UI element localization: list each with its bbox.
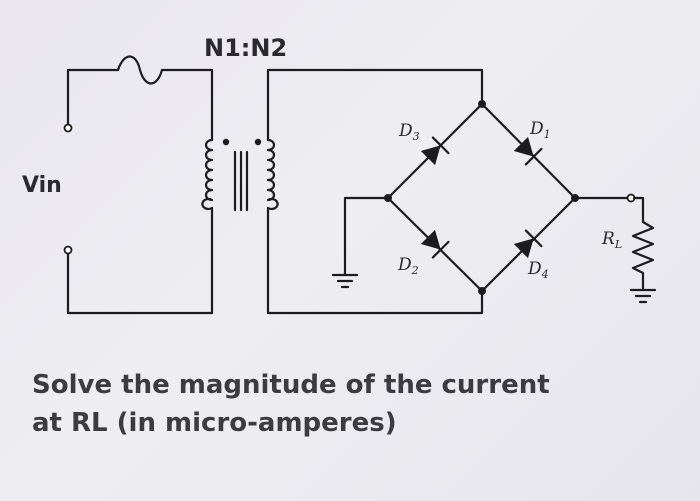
question-text: Solve the magnitude of the current at RL… [32, 366, 672, 442]
question-line-2: at RL (in micro-amperes) [32, 408, 397, 438]
node-bottom [478, 287, 486, 295]
secondary-polarity-dot [254, 138, 262, 146]
vin-label: Vin [22, 173, 62, 198]
primary-polarity-dot [222, 138, 230, 146]
diode-d1-label: D1 [529, 119, 551, 141]
input-terminal-top [63, 123, 73, 133]
primary-circuit [63, 55, 214, 315]
primary-top-wire-right [160, 68, 214, 142]
diode-d1 [513, 136, 543, 166]
diode-d3 [420, 136, 450, 166]
input-terminal-bottom [63, 245, 73, 255]
secondary-circuit [266, 68, 484, 315]
primary-coil [201, 138, 214, 211]
diode-d2 [420, 229, 450, 259]
secondary-top-wire [266, 68, 484, 142]
transformer [201, 138, 279, 212]
diode-d2-label: D2 [397, 255, 419, 277]
node-top [478, 100, 486, 108]
bridge-rectifier [384, 100, 579, 295]
resistor-rl [631, 196, 655, 292]
diode-d3-label: D3 [398, 121, 420, 143]
diode-d4 [513, 229, 543, 259]
ground-wire [343, 196, 390, 277]
secondary-bottom-wire [266, 206, 484, 315]
primary-bottom-wire [66, 206, 214, 315]
secondary-coil [266, 138, 279, 211]
diode-d4-label: D4 [527, 259, 549, 281]
question-line-1: Solve the magnitude of the current [32, 370, 550, 400]
bridge-ground [331, 196, 390, 289]
turns-ratio-label: N1:N2 [204, 34, 287, 62]
load-resistor-circuit [573, 193, 657, 304]
resistor-rl-label: RL [601, 229, 622, 251]
fuse-symbol [116, 55, 164, 85]
primary-top-wire [66, 68, 120, 128]
